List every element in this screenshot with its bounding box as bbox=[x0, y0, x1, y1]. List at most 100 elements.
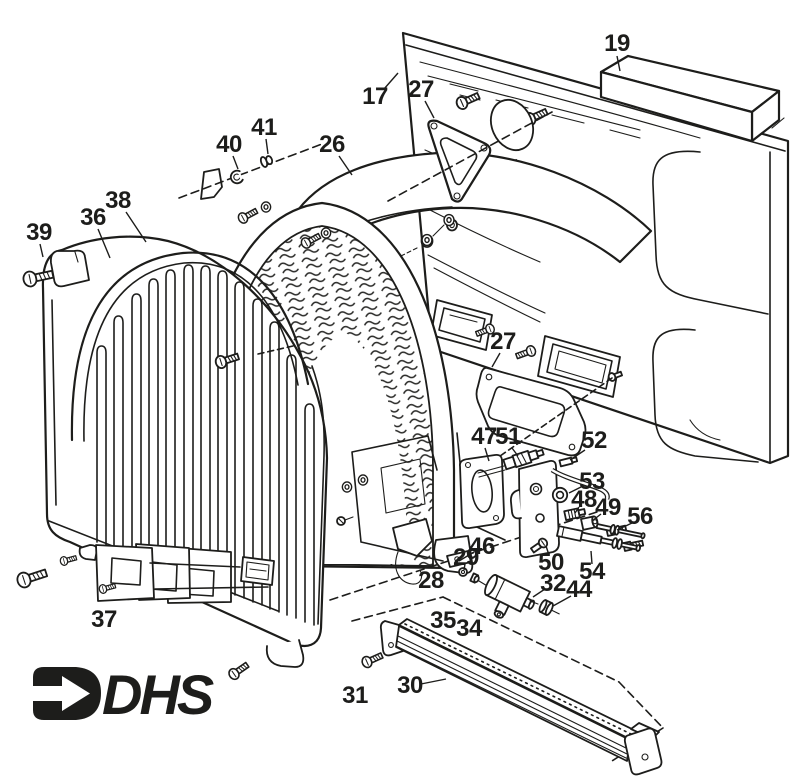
chassis-washer-icon bbox=[357, 474, 369, 486]
chassis-screw-icon bbox=[336, 516, 354, 526]
callout-50-17: 50 bbox=[538, 549, 564, 576]
callout-38-7: 38 bbox=[105, 187, 131, 214]
leader-30 bbox=[420, 678, 447, 685]
callout-54-18: 54 bbox=[579, 558, 605, 585]
leader-38 bbox=[125, 211, 147, 243]
leader-39 bbox=[39, 243, 44, 258]
control-assembly bbox=[446, 448, 646, 619]
callout-46-19: 46 bbox=[469, 533, 495, 560]
pilot-assembly-51 bbox=[477, 448, 545, 478]
callout-29-20: 29 bbox=[453, 544, 479, 571]
leader-51 bbox=[511, 447, 519, 457]
bottom-plates-37 bbox=[95, 543, 275, 604]
leader-lines bbox=[39, 55, 633, 685]
burner-tray-outline bbox=[351, 596, 664, 762]
callout-49-15: 49 bbox=[595, 494, 621, 521]
leader-36 bbox=[97, 228, 111, 259]
burner-30 bbox=[351, 596, 664, 776]
callout-40-4: 40 bbox=[216, 131, 242, 158]
callout-44-23: 44 bbox=[566, 576, 592, 603]
leader-29 bbox=[463, 563, 466, 571]
chassis-washer-icon bbox=[341, 481, 353, 493]
callout-30-28: 30 bbox=[397, 672, 423, 699]
callout-48-14: 48 bbox=[571, 486, 597, 513]
callout-53-13: 53 bbox=[579, 468, 605, 495]
firebox-washer-icon bbox=[443, 213, 455, 227]
leader-44 bbox=[552, 595, 572, 607]
callout-51-11: 51 bbox=[495, 423, 521, 450]
thermocouple-52 bbox=[550, 456, 610, 500]
callout-31-27: 31 bbox=[342, 682, 368, 709]
screw-50-icon bbox=[530, 537, 549, 554]
firebox-tab bbox=[200, 168, 223, 200]
callout-36-6: 36 bbox=[80, 204, 106, 231]
nut-41-icon bbox=[258, 153, 275, 169]
leader-53 bbox=[568, 486, 582, 494]
leader-27 bbox=[491, 352, 501, 368]
leader-54 bbox=[590, 550, 593, 565]
leader-26 bbox=[338, 155, 353, 176]
leader-56 bbox=[616, 522, 633, 531]
panel-lower-recess bbox=[652, 328, 759, 463]
back-panel bbox=[398, 31, 790, 465]
nut-44 bbox=[529, 599, 560, 616]
nut-53 bbox=[551, 486, 569, 504]
leader-41 bbox=[265, 138, 269, 155]
leader-48 bbox=[574, 506, 580, 514]
spacer-box-19 bbox=[599, 54, 781, 143]
leader-50 bbox=[545, 545, 550, 556]
flue-hole bbox=[489, 98, 535, 152]
firebox-screw-icon bbox=[235, 205, 260, 226]
spindle-54 bbox=[556, 525, 641, 552]
frame-screw-icon bbox=[226, 659, 252, 683]
assembly-line-flue bbox=[387, 111, 553, 202]
leader-17 bbox=[383, 72, 399, 90]
callout-27-3: 27 bbox=[408, 76, 434, 103]
callout-52-12: 52 bbox=[581, 427, 607, 454]
ring-tab bbox=[49, 249, 90, 288]
frame-screw-icon bbox=[14, 564, 50, 591]
leader-49 bbox=[591, 513, 602, 522]
dhs-logo: DHS bbox=[33, 663, 217, 726]
callout-41-5: 41 bbox=[251, 114, 277, 141]
assembly-line-40-41 bbox=[178, 143, 323, 199]
valve-mounting-plate bbox=[510, 459, 560, 559]
firebox-washer-icon bbox=[320, 227, 332, 239]
callout-19-1: 19 bbox=[604, 30, 630, 57]
burner-screw-31-icon bbox=[359, 649, 385, 670]
panel-upper-recess bbox=[652, 150, 769, 315]
assembly-line-gasket bbox=[479, 377, 613, 471]
leader-32 bbox=[532, 588, 546, 598]
callout-27-9: 27 bbox=[490, 328, 516, 355]
washer-40-icon bbox=[228, 168, 245, 186]
frame-foot bbox=[265, 639, 305, 668]
callout-32-22: 32 bbox=[540, 570, 566, 597]
callout-47-10: 47 bbox=[471, 423, 497, 450]
trim-ring-38 bbox=[70, 251, 310, 442]
panel-stud-icon bbox=[607, 370, 623, 382]
firebox-washer-icon bbox=[260, 201, 272, 213]
callout-35-24: 35 bbox=[430, 607, 456, 634]
bracket-46 bbox=[446, 550, 472, 568]
callout-34-25: 34 bbox=[456, 615, 482, 642]
gas-tap-32 bbox=[484, 574, 536, 619]
dhs-arrow-icon bbox=[33, 676, 90, 711]
dhs-logo-text: DHS bbox=[102, 663, 214, 726]
panel-opening-right bbox=[537, 335, 621, 398]
callout-37-26: 37 bbox=[91, 606, 117, 633]
leader-52 bbox=[569, 449, 586, 461]
callout-28-21: 28 bbox=[418, 567, 444, 594]
firebox-washer-icon bbox=[421, 233, 433, 247]
callout-17-0: 17 bbox=[362, 83, 388, 110]
firebox-canopy bbox=[296, 151, 653, 264]
gasket-47 bbox=[459, 453, 505, 530]
leader-47 bbox=[484, 447, 490, 462]
callout-56-16: 56 bbox=[627, 503, 653, 530]
chassis-bracket bbox=[392, 518, 433, 557]
leader-27 bbox=[424, 100, 435, 119]
plate-screw-icon bbox=[58, 552, 78, 567]
callout-26-2: 26 bbox=[319, 131, 345, 158]
front-frame-36 bbox=[14, 235, 329, 683]
